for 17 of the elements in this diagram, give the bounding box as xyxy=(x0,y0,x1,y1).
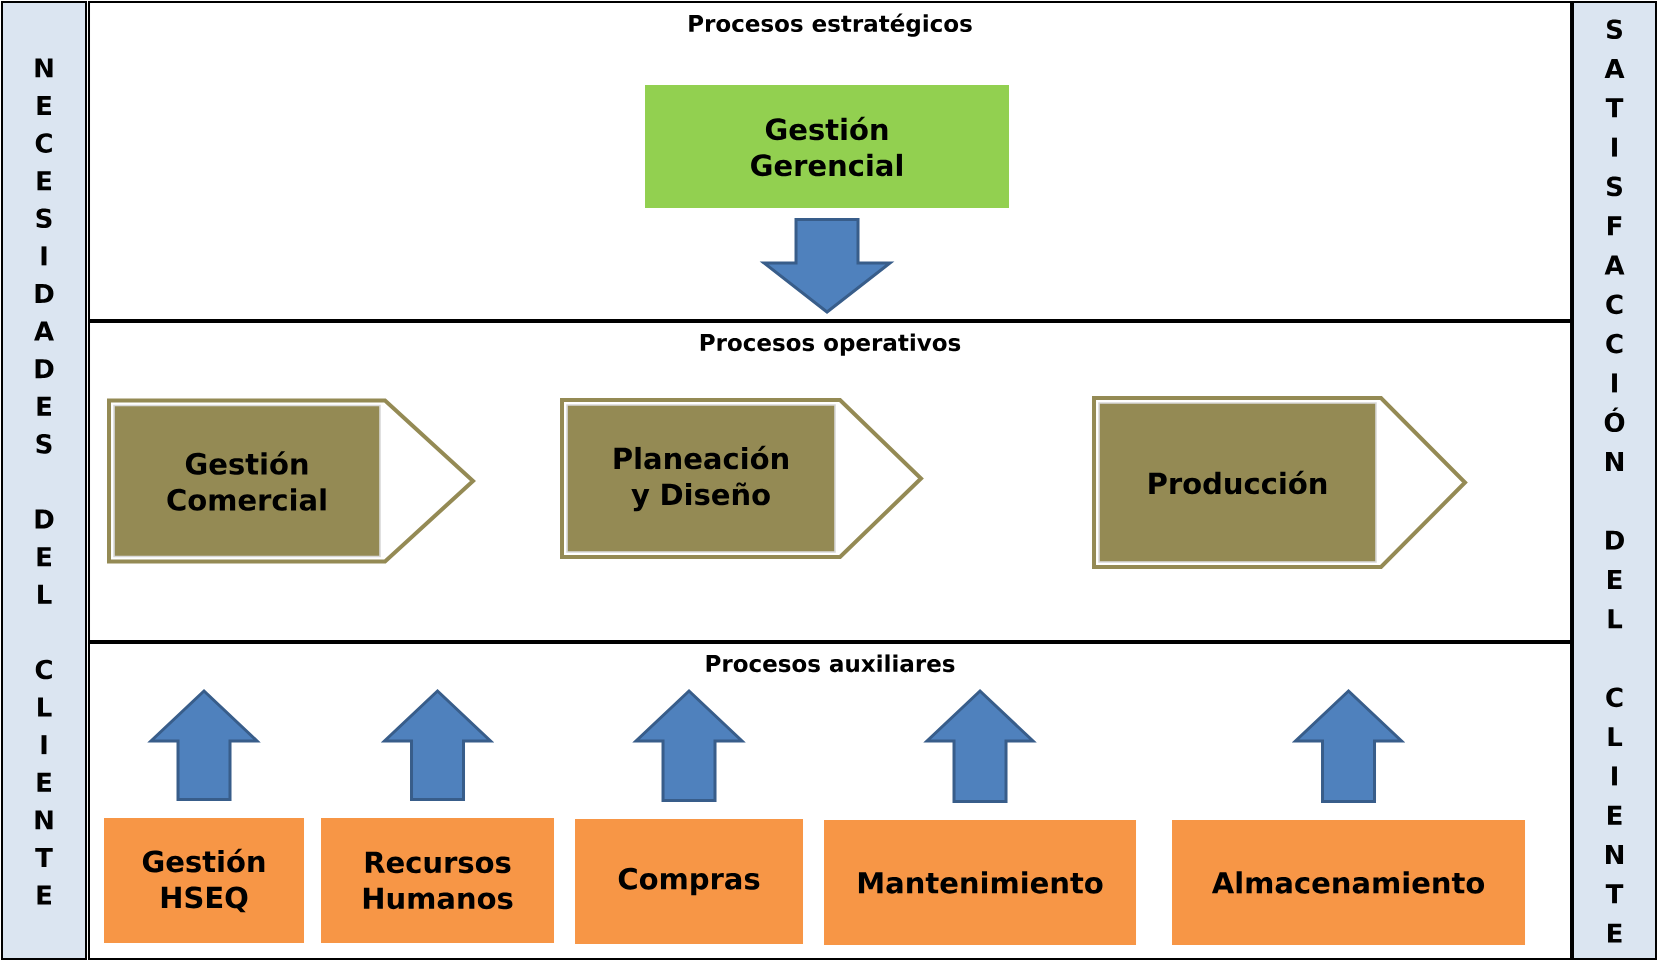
block-arrow xyxy=(1291,688,1406,804)
side-band: SATISFACCIÓN DEL CLIENTE xyxy=(1572,1,1657,960)
process-box: Gestión Gerencial xyxy=(645,85,1009,208)
block-arrow xyxy=(147,688,261,802)
block-arrow xyxy=(380,688,495,802)
process-box: Compras xyxy=(575,819,803,944)
process-box: Almacenamiento xyxy=(1172,820,1525,945)
chevron-box: Planeación y Diseño xyxy=(560,398,924,559)
process-box: Mantenimiento xyxy=(824,820,1136,945)
block-arrow xyxy=(759,217,895,314)
side-band: NECESIDADES DEL CLIENTE xyxy=(1,1,87,960)
chevron-box: Gestión Comercial xyxy=(107,398,476,564)
process-box: Recursos Humanos xyxy=(321,818,554,943)
block-arrow xyxy=(632,688,746,803)
chevron-box: Producción xyxy=(1092,396,1468,569)
process-box: Gestión HSEQ xyxy=(104,818,304,943)
block-arrow xyxy=(923,688,1037,804)
